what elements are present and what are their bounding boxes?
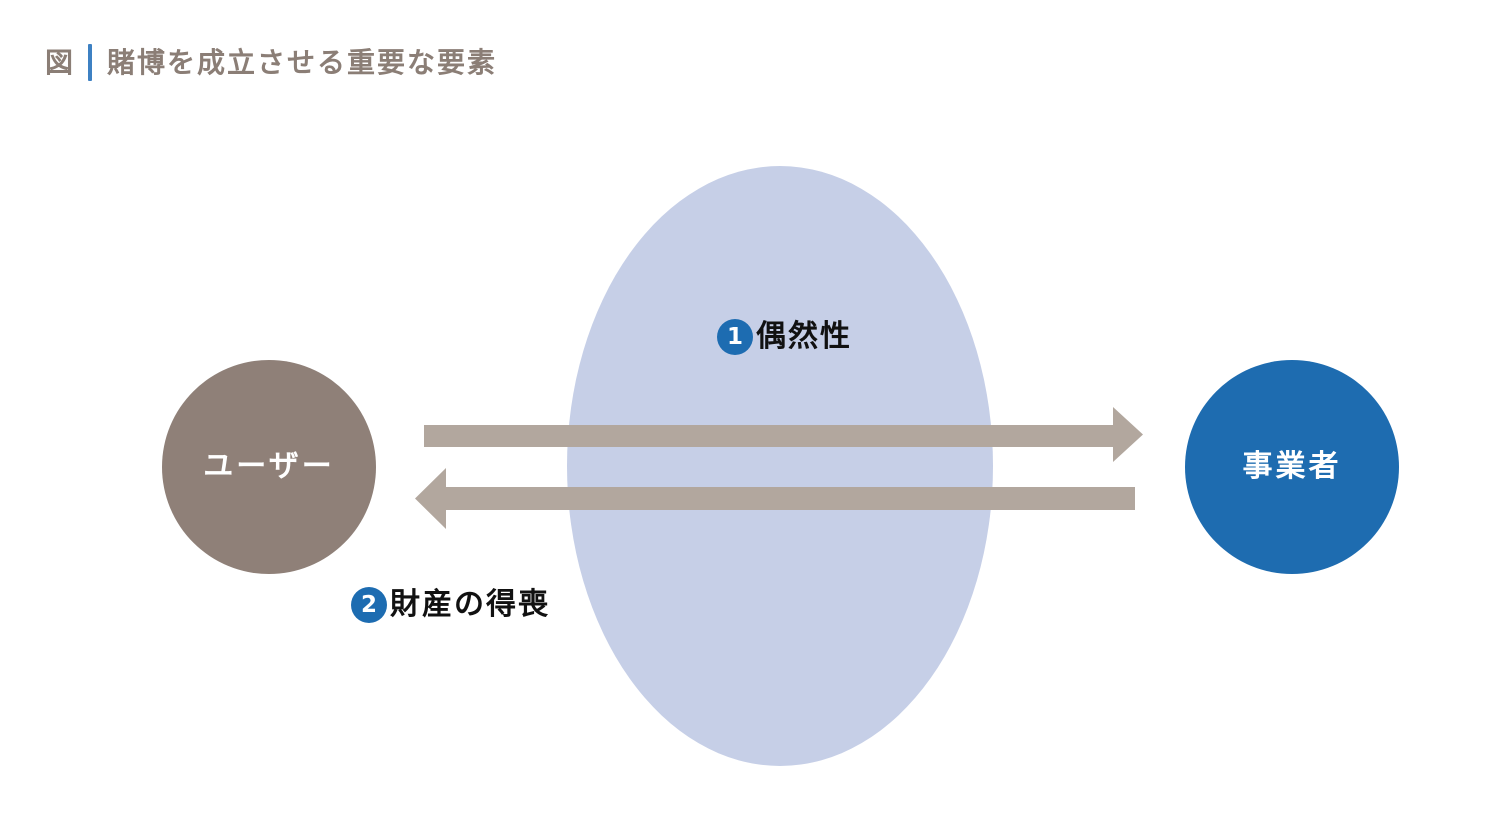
node-user-label: ユーザー: [203, 449, 335, 484]
factor-property: 2 財産の得喪: [351, 587, 550, 623]
factor-chance: 1 偶然性: [717, 319, 852, 355]
node-operator: 事業者: [1185, 360, 1399, 574]
node-user: ユーザー: [162, 360, 376, 574]
figure-title: 賭博を成立させる重要な要素: [107, 45, 498, 79]
badge-1-icon: 1: [717, 319, 753, 355]
factor-property-label: 財産の得喪: [390, 587, 550, 622]
chance-zone-ellipse: [567, 166, 993, 766]
figure-tag: 図: [45, 45, 74, 79]
node-operator-label: 事業者: [1242, 449, 1342, 484]
figure-header: 図 賭博を成立させる重要な要素: [45, 44, 497, 81]
factor-chance-label: 偶然性: [756, 319, 852, 354]
title-divider: [88, 44, 93, 81]
badge-2-icon: 2: [351, 587, 387, 623]
